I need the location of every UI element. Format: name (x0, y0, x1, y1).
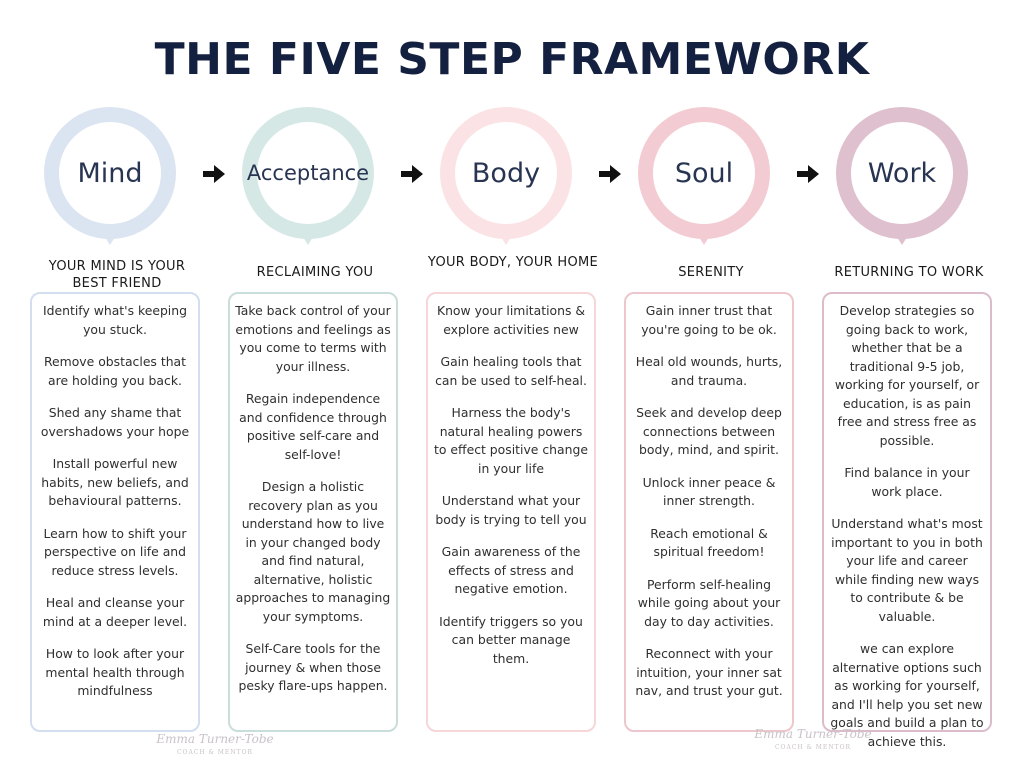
watermark-tagline: COACH & MENTOR (774, 744, 852, 751)
page-title: THE FIVE STEP FRAMEWORK (154, 34, 870, 85)
step-bullet: Take back control of your emotions and f… (235, 303, 391, 374)
step-bubble-inner: Soul (653, 122, 755, 224)
step-bubble: Acceptance (242, 107, 374, 245)
step-label: Body (471, 157, 541, 189)
step-bullet: Harness the body's natural healing power… (434, 405, 588, 476)
step-label: Acceptance (246, 161, 370, 185)
step-bullet: Heal old wounds, hurts, and trauma. (635, 354, 783, 388)
step-bullet: Reconnect with your intuition, your inne… (635, 646, 783, 698)
watermark-bottom-right: Emma Turner-Tobe COACH & MENTOR (748, 727, 878, 755)
step-bullet: Find balance in your work place. (844, 465, 970, 499)
step-bullet: Remove obstacles that are holding you ba… (43, 354, 186, 388)
right-arrow-icon (796, 162, 820, 186)
step-bubble-inner: Body (455, 122, 557, 224)
step-card: Develop strategies so going back to work… (822, 292, 992, 749)
step-subtitle: SERENITY (678, 265, 744, 280)
step-card: Identify what's keeping you stuck. Remove… (30, 292, 200, 732)
step-bullet: we can explore alternative options such … (830, 641, 984, 749)
step-card: Know your limitations & explore activiti… (426, 292, 596, 732)
step-bullet: Gain awareness of the effects of stress … (441, 544, 581, 596)
right-arrow-icon (598, 162, 622, 186)
step-card: Gain inner trust that you're going to be… (624, 292, 794, 732)
step-bullet: Gain healing tools that can be used to s… (435, 354, 587, 388)
step-bullet: Reach emotional & spiritual freedom! (650, 525, 768, 560)
step-bubble-inner: Acceptance (247, 122, 369, 224)
step-bullet: Design a holistic recovery plan as you u… (235, 479, 391, 624)
step-bullet: Seek and develop deep connections betwee… (636, 405, 782, 457)
step-subtitle: YOUR MIND IS YOUR BEST FRIEND (48, 259, 186, 291)
step-subtitle: RETURNING TO WORK (834, 265, 984, 280)
step-label: Work (867, 157, 937, 189)
step-bullet: Develop strategies so going back to work… (834, 303, 980, 448)
watermark-bottom-left: Emma Turner-Tobe COACH & MENTOR (150, 732, 280, 760)
step-bubble: Soul (638, 107, 770, 245)
step-label: Soul (674, 157, 734, 189)
step-label: Mind (77, 157, 143, 189)
watermark-name: Emma Turner-Tobe (754, 727, 872, 741)
step-bullet: How to look after your mental health thr… (45, 646, 185, 698)
step-bullet: Identify triggers so you can better mana… (439, 613, 583, 666)
step-bullet: Learn how to shift your perspective on l… (43, 525, 187, 578)
step-bullet: Unlock inner peace & inner strength. (642, 474, 776, 509)
right-arrow-icon (202, 162, 226, 186)
step-subtitle: YOUR BODY, YOUR HOME (427, 255, 599, 270)
right-arrow-icon (400, 162, 424, 186)
step-bullet: Understand what your body is trying to t… (435, 493, 587, 527)
step-bullet: Regain independence and confidence throu… (239, 391, 387, 462)
step-bubble: Mind (44, 107, 176, 245)
step-bubble: Body (440, 107, 572, 245)
step-bubble: Work (836, 107, 968, 245)
step-bullet: Gain inner trust that you're going to be… (641, 303, 777, 337)
step-bullet: Perform self-healing while going about y… (637, 576, 781, 629)
step-bullet: Heal and cleanse your mind at a deeper l… (42, 595, 188, 629)
step-bubble-inner: Mind (59, 122, 161, 224)
watermark-tagline: COACH & MENTOR (176, 749, 254, 756)
step-bullet: Shed any shame that overshadows your hop… (40, 405, 190, 439)
step-subtitle: RECLAIMING YOU (256, 265, 374, 280)
watermark-name: Emma Turner-Tobe (156, 732, 274, 746)
step-bullet: Self-Care tools for the journey & when t… (238, 641, 388, 693)
step-bullet: Know your limitations & explore activiti… (436, 303, 586, 337)
step-card: Take back control of your emotions and f… (228, 292, 398, 732)
step-bullet: Identify what's keeping you stuck. (43, 303, 187, 337)
step-bullet: Understand what's most important to you … (831, 516, 983, 624)
step-bubble-inner: Work (851, 122, 953, 224)
step-bullet: Install powerful new habits, new beliefs… (41, 456, 189, 508)
